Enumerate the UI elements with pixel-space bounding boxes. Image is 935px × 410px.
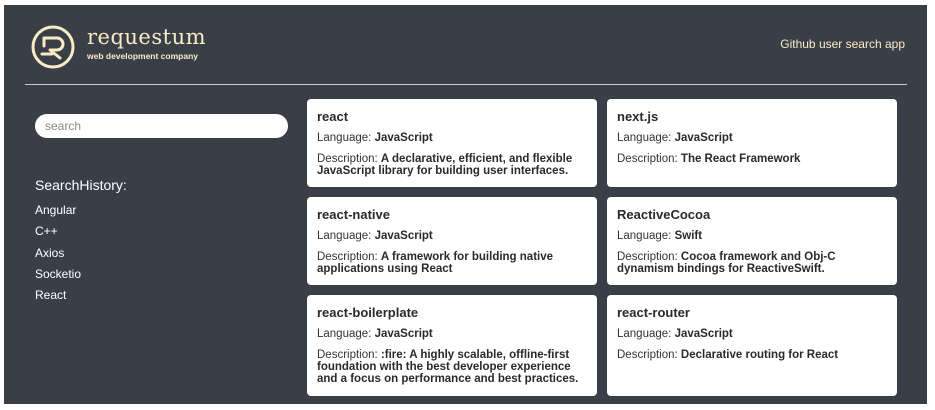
repo-language: Language: JavaScript <box>317 132 587 144</box>
language-label: Language: <box>317 230 372 242</box>
description-value: Declarative routing for React <box>680 349 839 361</box>
description-label: Description: <box>617 349 678 361</box>
search-history-title: SearchHistory: <box>35 177 127 193</box>
logo[interactable]: requestum web development company <box>30 24 240 70</box>
history-item-react[interactable]: React <box>35 288 67 303</box>
repo-language: Language: JavaScript <box>617 328 887 340</box>
language-value: JavaScript <box>674 328 733 340</box>
repo-name: react-boilerplate <box>317 305 419 320</box>
search-history-list: Angular C++ Axios Socketio React <box>35 203 288 309</box>
language-value: JavaScript <box>674 132 733 144</box>
description-label: Description: <box>617 251 678 263</box>
header: requestum web development company Github… <box>25 5 907 85</box>
repo-card-react[interactable]: react Language: JavaScript Description: … <box>307 99 597 187</box>
repo-language: Language: Swift <box>617 230 887 242</box>
logo-tagline: web development company <box>87 51 198 61</box>
repo-name: react-router <box>617 305 690 320</box>
language-label: Language: <box>317 132 372 144</box>
repo-language: Language: JavaScript <box>317 328 587 340</box>
repo-card-nextjs[interactable]: next.js Language: JavaScript Description… <box>607 99 897 187</box>
history-item-cpp[interactable]: C++ <box>35 224 58 239</box>
repo-card-react-native[interactable]: react-native Language: JavaScript Descri… <box>307 197 597 285</box>
description-value: :fire: A highly scalable, offline-first … <box>317 349 579 385</box>
description-label: Description: <box>617 153 678 165</box>
repo-language: Language: JavaScript <box>317 230 587 242</box>
description-value: A declarative, efficient, and flexible J… <box>317 153 573 177</box>
repo-card-reactivecocoa[interactable]: ReactiveCocoa Language: Swift Descriptio… <box>607 197 897 285</box>
language-value: JavaScript <box>374 230 433 242</box>
repo-name: next.js <box>617 109 659 124</box>
github-search-app-link[interactable]: Github user search app <box>780 37 905 51</box>
history-item-angular[interactable]: Angular <box>35 203 77 217</box>
search-input[interactable] <box>35 114 288 138</box>
repo-name: ReactiveCocoa <box>617 207 711 222</box>
repo-description: Description: :fire: A highly scalable, o… <box>317 349 587 385</box>
requestum-logo-icon <box>31 25 75 69</box>
description-label: Description: <box>317 349 378 361</box>
description-label: Description: <box>317 153 378 165</box>
repo-name: react <box>317 109 349 124</box>
repo-name: react-native <box>317 207 390 222</box>
language-label: Language: <box>617 328 672 340</box>
history-item-socketio[interactable]: Socketio <box>35 266 82 281</box>
language-label: Language: <box>617 230 672 242</box>
repo-description: Description: A declarative, efficient, a… <box>317 153 587 177</box>
language-value: JavaScript <box>374 328 433 340</box>
repo-language: Language: JavaScript <box>617 132 887 144</box>
repo-description: Description: Cocoa framework and Obj-C d… <box>617 251 887 275</box>
language-label: Language: <box>617 132 672 144</box>
language-value: Swift <box>674 230 703 242</box>
repo-description: Description: A framework for building na… <box>317 251 587 275</box>
repo-description: Description: The React Framework <box>617 153 887 165</box>
description-label: Description: <box>317 251 378 263</box>
app-window: requestum web development company Github… <box>4 5 927 404</box>
language-label: Language: <box>317 328 372 340</box>
sidebar: SearchHistory: Angular C++ Axios Socketi… <box>35 114 288 309</box>
repo-card-react-router[interactable]: react-router Language: JavaScript Descri… <box>607 295 897 396</box>
description-value: Cocoa framework and Obj-C dynamism bindi… <box>617 251 836 275</box>
repo-card-react-boilerplate[interactable]: react-boilerplate Language: JavaScript D… <box>307 295 597 396</box>
description-value: The React Framework <box>680 153 801 165</box>
repo-description: Description: Declarative routing for Rea… <box>617 349 887 361</box>
description-value: A framework for building native applicat… <box>317 251 554 275</box>
history-item-axios[interactable]: Axios <box>35 245 65 260</box>
logo-name: requestum <box>87 25 207 49</box>
language-value: JavaScript <box>374 132 433 144</box>
